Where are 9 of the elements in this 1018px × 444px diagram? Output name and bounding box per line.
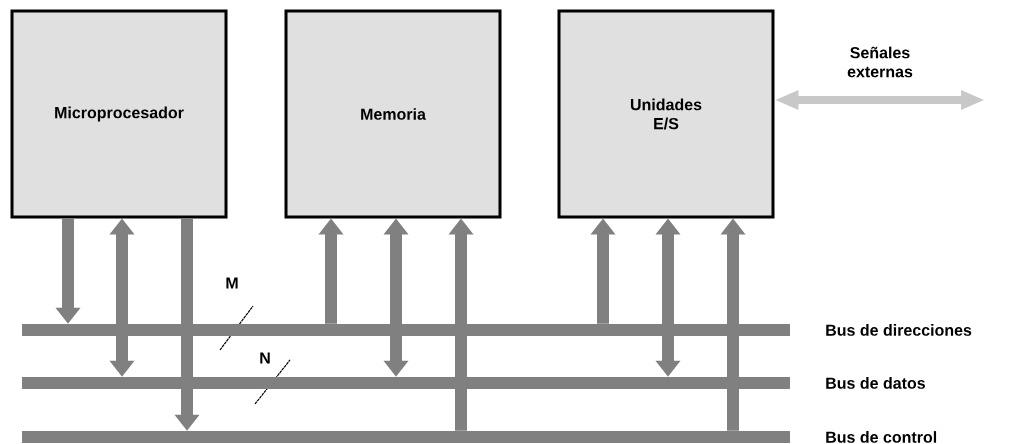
bus-label: Bus de control bbox=[826, 431, 937, 443]
bus-width-label: N bbox=[260, 352, 270, 364]
unit-box: Microprocesador bbox=[10, 9, 228, 219]
unit-box: Memoria bbox=[284, 9, 502, 219]
unit-box: Unidades E/S bbox=[557, 9, 775, 219]
edge-label: Señales externas bbox=[847, 46, 913, 78]
bus-label: Bus de datos bbox=[826, 377, 925, 389]
bus-width-label: M bbox=[226, 277, 238, 289]
bus-label: Bus de direcciones bbox=[826, 324, 972, 336]
